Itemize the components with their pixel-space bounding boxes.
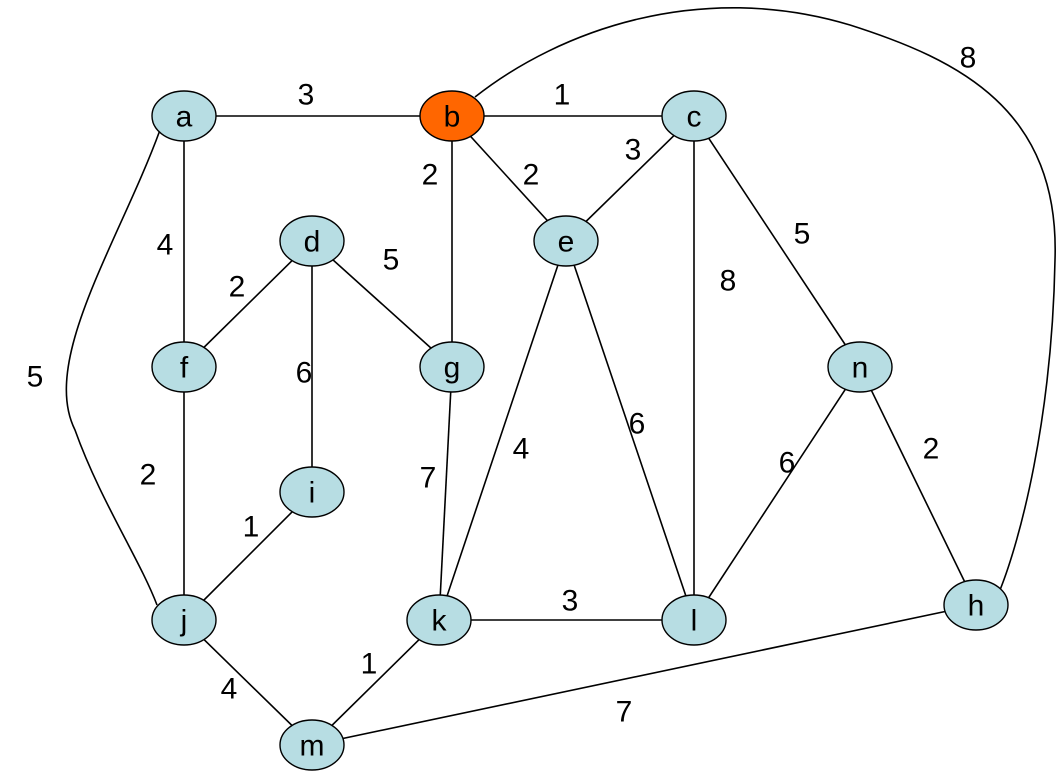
edge-e-l: [565, 240, 695, 621]
node-j-shape: [151, 594, 217, 646]
node-e-shape: [533, 215, 599, 267]
edges-layer: [65, 7, 1056, 746]
node-d: d: [279, 215, 345, 267]
edge-weight-d-i: 6: [296, 357, 313, 390]
node-h-shape: [943, 579, 1009, 631]
edge-a-j: [65, 129, 161, 606]
node-l-shape: [661, 594, 727, 646]
node-a-shape: [151, 90, 217, 142]
edge-d-g: [311, 240, 453, 368]
edge-d-f: [183, 240, 313, 368]
edge-weight-n-l: 6: [779, 447, 796, 480]
node-d-shape: [279, 215, 345, 267]
node-g-shape: [419, 341, 485, 393]
edge-c-n: [693, 115, 861, 368]
node-c: c: [661, 90, 727, 142]
edge-weight-a-b: 3: [298, 79, 315, 112]
node-m-label: m: [300, 730, 325, 763]
edge-weight-k-l: 3: [562, 585, 579, 618]
edge-weight-b-g: 2: [422, 159, 439, 192]
edge-weight-h-m: 7: [616, 696, 633, 729]
node-g-label: g: [444, 352, 461, 385]
nodes-layer: a b c d e f g n i j k l h m: [151, 90, 1009, 771]
edge-k-m: [311, 619, 440, 746]
node-i-label: i: [309, 477, 316, 510]
edge-weight-j-m: 4: [221, 673, 238, 706]
node-g: g: [419, 341, 485, 393]
edge-weight-c-e: 3: [625, 134, 642, 167]
node-c-shape: [661, 90, 727, 142]
edge-weight-n-h: 2: [923, 433, 940, 466]
node-n-shape: [827, 341, 893, 393]
node-k: k: [406, 594, 472, 646]
node-k-label: k: [432, 605, 448, 638]
edge-weight-b-h: 8: [960, 42, 977, 75]
node-a: a: [151, 90, 217, 142]
node-e: e: [533, 215, 599, 267]
node-n: n: [827, 341, 893, 393]
node-m-shape: [279, 719, 345, 771]
node-j: j: [151, 594, 217, 646]
node-i-shape: [279, 466, 345, 518]
node-j-label: j: [180, 605, 188, 638]
node-f-shape: [151, 341, 217, 393]
edge-weights-layer: 3 1 8 4 5 2 2 3 5 8 2 5 6 4 6 2 7 1 6 2 4 1 3 7: [27, 42, 977, 729]
edge-weight-b-c: 1: [554, 79, 571, 112]
node-b-shape: [419, 90, 485, 142]
node-b: b: [419, 90, 485, 142]
edge-weight-i-j: 1: [243, 511, 260, 544]
node-m: m: [279, 719, 345, 771]
node-h-label: h: [968, 590, 985, 623]
node-h: h: [943, 579, 1009, 631]
edge-b-h: [474, 7, 1056, 591]
edge-weight-d-g: 5: [383, 244, 400, 277]
node-e-label: e: [558, 226, 575, 259]
edge-e-k: [438, 240, 567, 621]
node-c-label: c: [687, 101, 702, 134]
edge-weight-c-l: 8: [720, 265, 737, 298]
edge-n-h: [859, 366, 977, 606]
node-d-label: d: [304, 226, 321, 259]
edge-g-k: [438, 366, 453, 621]
edge-weight-a-j: 5: [27, 361, 44, 394]
edge-h-m: [311, 604, 977, 746]
edge-weight-f-j: 2: [140, 459, 157, 492]
node-i: i: [279, 466, 345, 518]
edge-n-l: [693, 366, 861, 621]
edge-weight-b-e: 2: [523, 159, 540, 192]
node-l-label: l: [691, 605, 698, 638]
node-f: f: [151, 341, 217, 393]
node-k-shape: [406, 594, 472, 646]
node-n-label: n: [852, 352, 869, 385]
edge-weight-e-k: 4: [513, 433, 530, 466]
edge-weight-c-n: 5: [794, 218, 811, 251]
edge-weight-g-k: 7: [420, 462, 437, 495]
edge-c-e: [565, 115, 695, 242]
edge-i-j: [183, 491, 313, 621]
node-b-label: b: [444, 101, 461, 134]
node-l: l: [661, 594, 727, 646]
node-f-label: f: [180, 352, 189, 385]
edge-weight-e-l: 6: [629, 408, 646, 441]
edge-weight-k-m: 1: [361, 648, 378, 681]
node-a-label: a: [176, 101, 193, 134]
edge-j-m: [183, 619, 313, 746]
edge-weight-d-f: 2: [229, 271, 246, 304]
edge-weight-a-f: 4: [157, 229, 174, 262]
